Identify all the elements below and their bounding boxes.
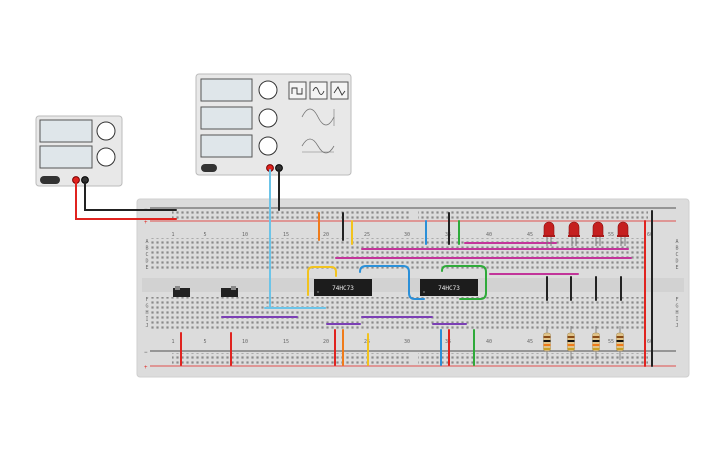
resistor[interactable] <box>592 326 600 360</box>
amplitude-wave-icon <box>301 108 335 126</box>
column-number: 15 <box>283 339 289 345</box>
column-number: 5 <box>203 339 206 345</box>
row-letter: D <box>675 259 678 265</box>
ic-chip-1[interactable]: 74HC73 <box>314 279 372 296</box>
supply-black-wire <box>84 181 177 211</box>
led[interactable] <box>543 221 555 246</box>
row-letter: I <box>675 317 678 323</box>
resistor[interactable] <box>616 326 624 360</box>
column-number: 1 <box>171 339 174 345</box>
voltage-knob[interactable] <box>96 121 116 141</box>
jumper-wires[interactable] <box>180 210 653 367</box>
function-generator-power-switch[interactable] <box>201 164 217 172</box>
column-number: 5 <box>203 232 206 238</box>
resistor[interactable] <box>567 326 575 360</box>
square-wave-button[interactable] <box>288 81 307 100</box>
row-letter: F <box>145 297 148 303</box>
amplitude-knob[interactable] <box>258 108 278 128</box>
triangle-wave-icon <box>333 86 346 96</box>
power-switch[interactable] <box>40 176 60 184</box>
row-letter: C <box>145 252 148 258</box>
column-number: 45 <box>527 232 533 238</box>
blue-loop-wire <box>359 265 425 300</box>
chip-1-label: 74HC73 <box>332 285 354 292</box>
current-display <box>39 145 93 169</box>
row-letter: B <box>675 246 678 252</box>
column-number: 1 <box>171 232 174 238</box>
row-letter: G <box>145 304 148 310</box>
breadboard[interactable]: 151015202530354045505560 151015202530354… <box>136 198 690 378</box>
current-knob[interactable] <box>96 147 116 167</box>
frequency-knob[interactable] <box>258 80 278 100</box>
amplitude-display <box>200 106 253 130</box>
function-generator[interactable] <box>195 73 352 176</box>
column-number: 45 <box>527 339 533 345</box>
row-letter: B <box>145 246 148 252</box>
column-number: 20 <box>323 339 329 345</box>
column-number: 15 <box>283 232 289 238</box>
center-channel <box>142 278 684 292</box>
frequency-display <box>200 78 253 102</box>
offset-display <box>200 134 253 158</box>
column-number: 25 <box>364 232 370 238</box>
column-number: 10 <box>242 232 248 238</box>
led[interactable] <box>592 221 604 246</box>
resistor[interactable] <box>543 326 551 360</box>
rail-minus-sign-bottom: − <box>144 350 148 356</box>
rail-plus-sign: + <box>144 220 148 226</box>
column-number: 30 <box>404 339 410 345</box>
bottom-terminal-strip <box>150 297 645 330</box>
row-letter: C <box>675 252 678 258</box>
column-number: 55 <box>608 339 614 345</box>
row-letter: E <box>675 265 678 271</box>
column-number: 60 <box>647 339 653 345</box>
resistor-array[interactable] <box>543 326 624 360</box>
column-number: 60 <box>647 232 653 238</box>
row-letter: A <box>675 239 678 245</box>
square-wave-icon <box>291 87 303 95</box>
slide-switch-2[interactable] <box>221 286 238 297</box>
bottom-power-rail <box>150 350 676 367</box>
led[interactable] <box>568 221 580 246</box>
offset-knob[interactable] <box>258 136 278 156</box>
column-number: 20 <box>323 232 329 238</box>
column-number: 30 <box>404 232 410 238</box>
row-letter: E <box>145 265 148 271</box>
row-letter: F <box>675 297 678 303</box>
led-array[interactable] <box>543 221 629 246</box>
column-number: 40 <box>486 339 492 345</box>
column-number: 10 <box>242 339 248 345</box>
row-letter: I <box>145 317 148 323</box>
row-letter: G <box>675 304 678 310</box>
offset-wave-icon <box>301 138 335 154</box>
row-letter: J <box>145 323 148 329</box>
led[interactable] <box>617 221 629 246</box>
row-letter: H <box>145 310 148 316</box>
row-letter: H <box>675 310 678 316</box>
ic-chip-2[interactable]: 74HC73 <box>420 279 478 296</box>
chip-2-label: 74HC73 <box>438 285 460 292</box>
green-loop-wire <box>441 265 487 300</box>
column-number: 40 <box>486 232 492 238</box>
column-number: 55 <box>608 232 614 238</box>
rail-plus-sign-bottom: + <box>144 365 148 371</box>
slide-switch-1[interactable] <box>173 286 190 297</box>
voltage-display <box>39 119 93 143</box>
row-letter: A <box>145 239 148 245</box>
dc-power-supply[interactable] <box>35 115 123 187</box>
yellow-loop-wire <box>307 266 337 296</box>
top-power-rail <box>150 207 676 222</box>
sine-wave-icon <box>312 87 325 95</box>
row-letter: D <box>145 259 148 265</box>
supply-red-wire <box>75 181 177 220</box>
row-letter: J <box>675 323 678 329</box>
